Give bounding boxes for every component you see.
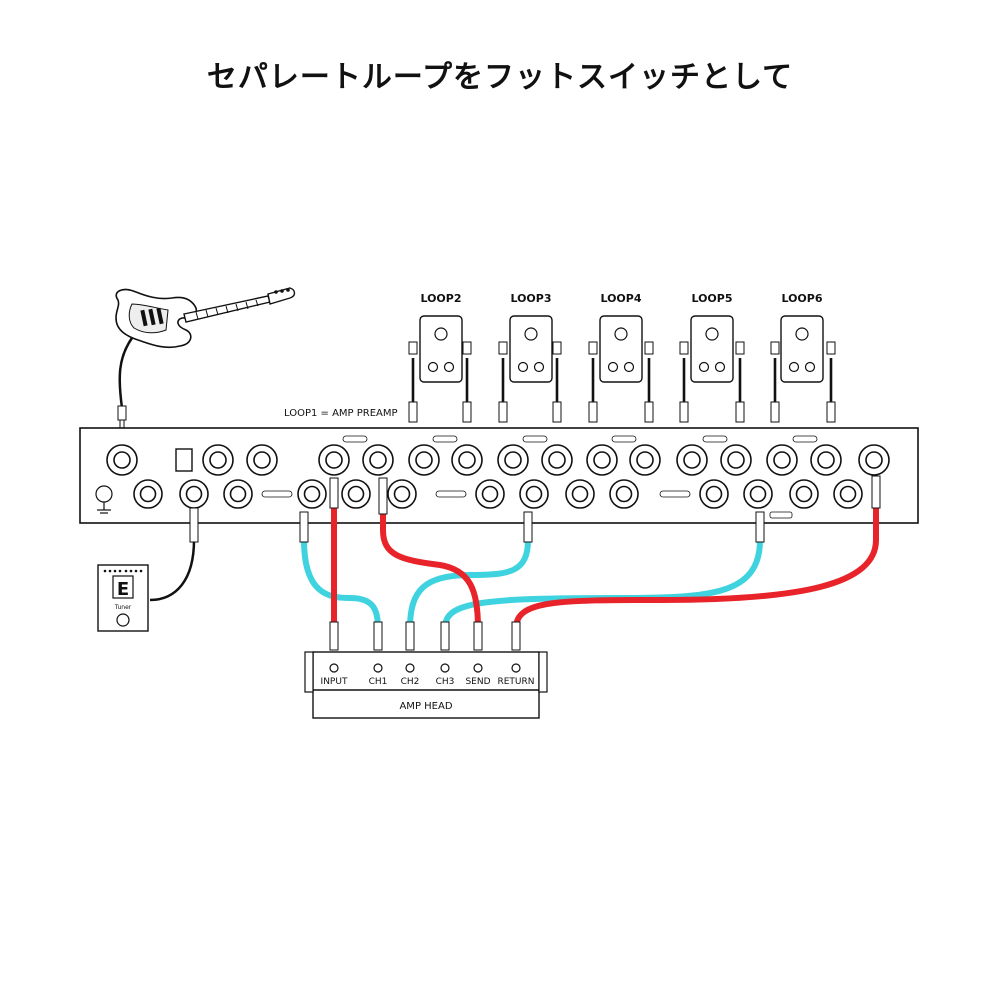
pedal-label-loop6: LOOP6	[781, 292, 822, 305]
loop1-note: LOOP1 = AMP PREAMP	[284, 408, 398, 419]
pedal-loop5: LOOP5	[690, 292, 734, 383]
amp-jack-send: SEND	[465, 677, 490, 687]
red-cables	[331, 489, 879, 631]
amp-head: INPUT CH1 CH2 CH3 SEND RETURN AMP HEAD	[304, 651, 548, 719]
cable-plugs	[299, 475, 881, 651]
amp-jack-ch3: CH3	[436, 677, 455, 687]
pedal-label-loop5: LOOP5	[691, 292, 732, 305]
amp-jack-input: INPUT	[321, 677, 348, 687]
amp-jack-ch1: CH1	[369, 677, 388, 687]
amp-jack-return: RETURN	[497, 677, 534, 687]
pedal-loop4: LOOP4	[599, 292, 643, 383]
guitar-icon	[115, 287, 296, 349]
amp-jack-ch2: CH2	[401, 677, 420, 687]
cyan-cables	[301, 537, 763, 631]
tuner-pedal: E Tuner	[97, 564, 149, 632]
pedal-loop3: LOOP3	[509, 292, 553, 383]
amp-name: AMP HEAD	[399, 701, 452, 712]
tuner-label: Tuner	[114, 604, 132, 611]
pedal-label-loop2: LOOP2	[420, 292, 461, 305]
pedal-cable-plugs	[408, 341, 836, 423]
loop-switcher-panel	[79, 427, 919, 524]
tuner-display: E	[117, 579, 129, 600]
pedal-loop2: LOOP2	[419, 292, 463, 383]
page-title: セパレートループをフットスイッチとして	[206, 60, 794, 95]
pedal-label-loop4: LOOP4	[600, 292, 641, 305]
pedal-label-loop3: LOOP3	[510, 292, 551, 305]
pedal-loop6: LOOP6	[780, 292, 824, 383]
ground-icon	[95, 485, 113, 514]
